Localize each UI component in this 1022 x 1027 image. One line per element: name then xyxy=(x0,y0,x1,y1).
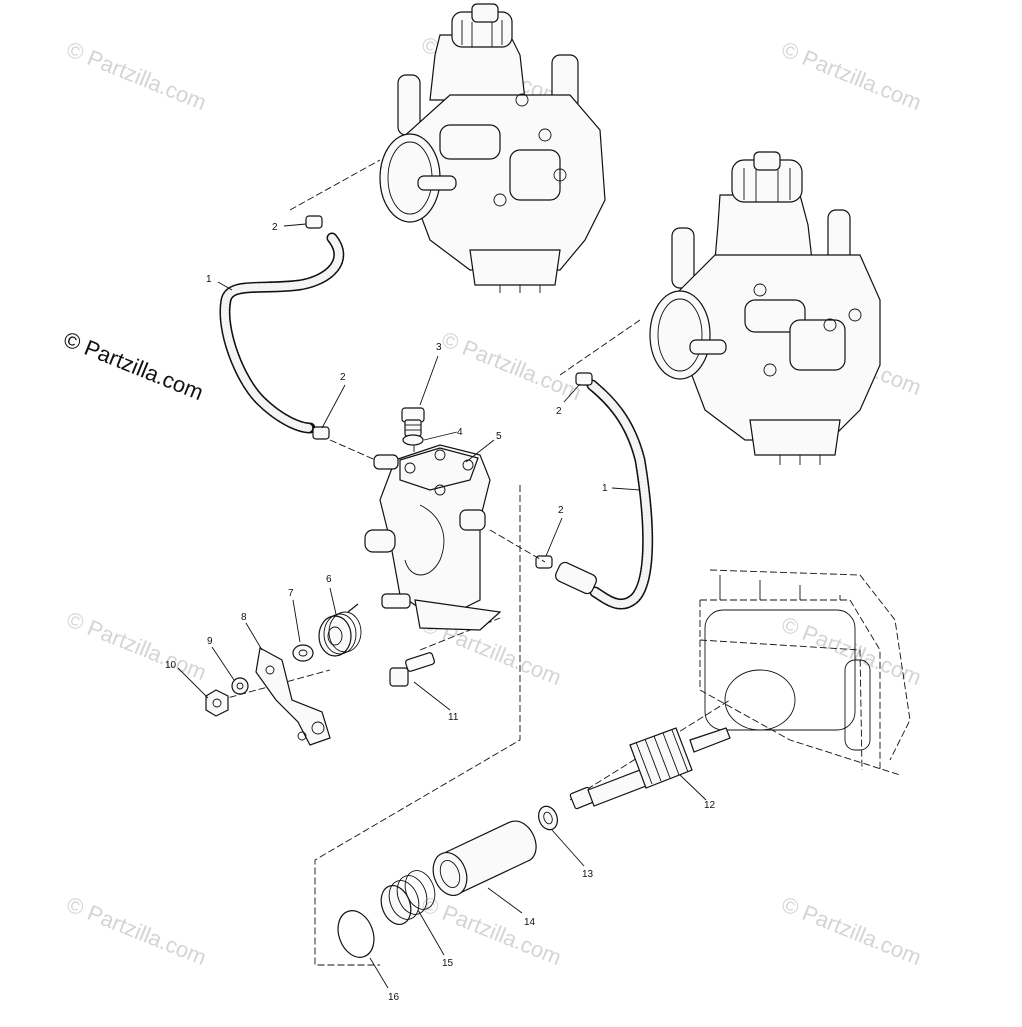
callout-2: 2 xyxy=(556,406,562,417)
callout-16: 16 xyxy=(388,992,400,1003)
shaft-washer xyxy=(537,805,559,831)
watermark-tile: © Partzilla.com xyxy=(63,891,210,970)
callout-14: 14 xyxy=(524,917,536,928)
washer xyxy=(402,434,424,446)
engine-case xyxy=(699,569,911,776)
callout-4: 4 xyxy=(457,427,463,438)
watermark-main: © Partzilla.com xyxy=(60,326,207,405)
callout-leaders xyxy=(177,223,707,989)
banjo-bolt xyxy=(401,407,425,437)
callout-1: 1 xyxy=(602,483,608,494)
callout-8: 8 xyxy=(241,612,247,623)
callout-2: 2 xyxy=(272,222,278,233)
callout-11: 11 xyxy=(448,712,459,723)
watermark-tile: © Partzilla.com xyxy=(418,891,565,970)
callout-9: 9 xyxy=(207,636,213,647)
callouts: 1 1 2 2 2 2 3 4 5 6 7 8 9 10 11 12 13 14… xyxy=(165,222,716,1003)
clamp xyxy=(312,426,330,440)
drive-gear-shaft xyxy=(569,727,731,810)
callout-6: 6 xyxy=(326,574,332,585)
watermark-tile: © Partzilla.com xyxy=(778,611,925,690)
callout-15: 15 xyxy=(442,958,454,969)
callout-13: 13 xyxy=(582,869,594,880)
circlip xyxy=(337,910,375,958)
watermark-tile: © Partzilla.com xyxy=(778,891,925,970)
spring-washer xyxy=(292,644,314,662)
clamp xyxy=(535,555,553,569)
bushing xyxy=(432,820,537,896)
callout-10: 10 xyxy=(165,660,177,671)
watermark-tile: © Partzilla.com xyxy=(778,36,925,115)
watermark-tile: © Partzilla.com xyxy=(63,606,210,685)
lever-washer xyxy=(231,677,249,695)
callout-1: 1 xyxy=(206,274,212,285)
throttle-lever xyxy=(255,647,331,746)
carburetor-right xyxy=(649,151,881,465)
hose-right xyxy=(555,379,654,610)
watermark-tile: © Partzilla.com xyxy=(438,326,585,405)
callout-2: 2 xyxy=(340,372,346,383)
lever-nut xyxy=(205,689,229,717)
callout-3: 3 xyxy=(436,342,442,353)
callout-2: 2 xyxy=(558,505,564,516)
watermark-tile: © Partzilla.com xyxy=(63,36,210,115)
callout-7: 7 xyxy=(288,588,294,599)
clamp xyxy=(305,215,323,229)
shaft-spring xyxy=(380,870,436,925)
hose-left xyxy=(219,232,345,434)
oil-pump xyxy=(364,444,502,631)
callout-5: 5 xyxy=(496,431,502,442)
return-spring xyxy=(318,603,362,657)
callout-12: 12 xyxy=(704,800,716,811)
mounting-bolt xyxy=(389,652,435,687)
clamp xyxy=(575,372,593,386)
hose-clamps xyxy=(305,215,593,569)
carburetor-top xyxy=(379,3,606,293)
